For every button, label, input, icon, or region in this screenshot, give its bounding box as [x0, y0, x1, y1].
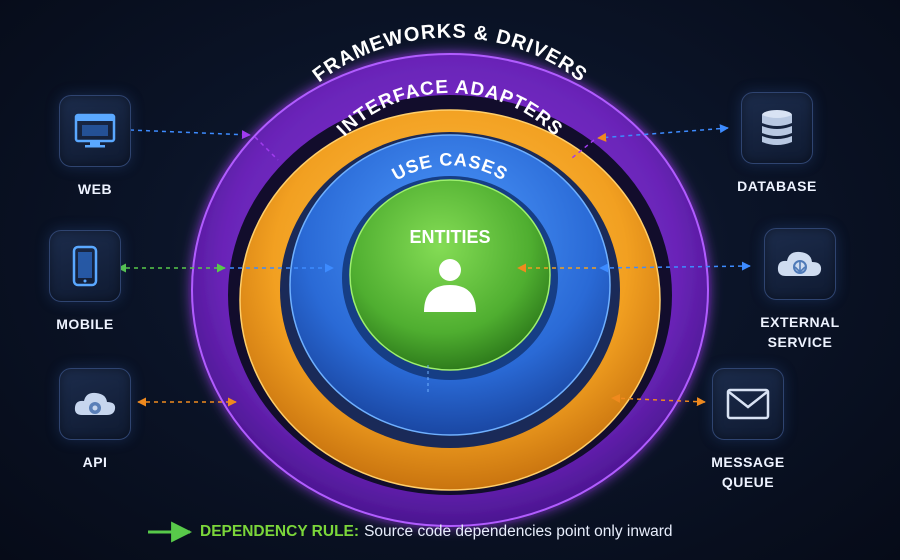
browser-window-icon [74, 113, 116, 148]
arrow-web-inward [129, 129, 279, 161]
external-service-label: EXTERNAL SERVICE [745, 312, 855, 352]
client-api: API [45, 368, 145, 472]
legend-rule-title: DEPENDENCY RULE [200, 523, 354, 540]
web-label: WEB [77, 181, 113, 197]
external-service-label-line2: SERVICE [767, 334, 833, 350]
mobile-label: MOBILE [56, 316, 114, 332]
api-tile [59, 368, 131, 440]
database-icon [762, 110, 792, 145]
legend-colon: : [353, 523, 360, 540]
message-queue-label: MESSAGE QUEUE [693, 452, 803, 492]
dependency-rule-legend: DEPENDENCY RULE:Source code dependencies… [150, 518, 770, 546]
client-web: WEB [45, 95, 145, 199]
message-queue-label-line2: QUEUE [721, 474, 775, 490]
service-message-queue: MESSAGE QUEUE [693, 368, 803, 492]
mobile-tile [49, 230, 121, 302]
external-service-label-line1: EXTERNAL [760, 314, 840, 330]
database-label: DATABASE [737, 178, 817, 194]
message-queue-label-line1: MESSAGE [711, 454, 785, 470]
envelope-icon [726, 388, 770, 420]
smartphone-icon [72, 245, 98, 287]
client-mobile: MOBILE [35, 230, 135, 334]
entities-title: ENTITIES [409, 227, 490, 247]
legend-description: Source code dependencies point only inwa… [364, 523, 673, 540]
database-tile [741, 92, 813, 164]
service-database: DATABASE [722, 92, 832, 196]
arrow-external-service-inward [517, 261, 751, 273]
cloud-service-icon [777, 251, 822, 276]
user-icon [424, 259, 476, 312]
external-service-tile [764, 228, 836, 300]
message-queue-tile [712, 368, 784, 440]
cloud-gear-icon [74, 392, 116, 415]
service-external: EXTERNAL SERVICE [745, 228, 855, 352]
api-label: API [82, 454, 108, 470]
web-tile [59, 95, 131, 167]
arrow-database-inward [571, 124, 729, 159]
